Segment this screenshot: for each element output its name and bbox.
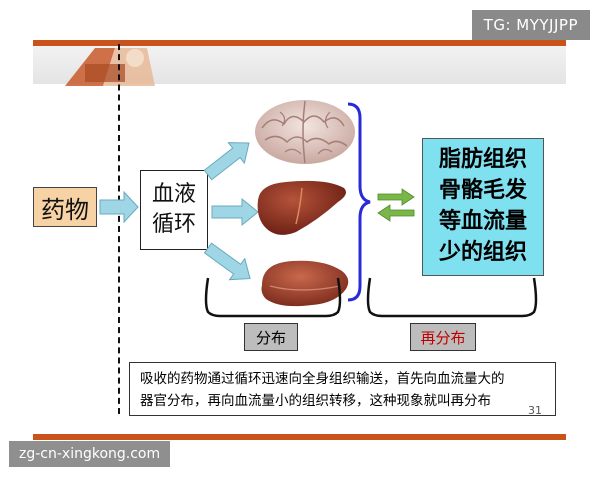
tissue-line-4: 少的组织 xyxy=(438,239,527,265)
bottom-accent-bar xyxy=(33,434,566,440)
arrow-to-brain xyxy=(203,142,250,181)
distribution-bracket xyxy=(204,277,342,318)
redistribution-label: 再分布 xyxy=(410,323,476,351)
caption-box: 吸收的药物通过循环迅速向全身组织输送，首先向血流量大的 器官分布，再向血流量小的… xyxy=(129,362,556,416)
watermark-bottom: zg-cn-xingkong.com xyxy=(9,441,171,467)
arrow-drug-to-blood xyxy=(99,190,139,224)
blood-line-2: 循环 xyxy=(151,212,196,237)
arrow-to-liver xyxy=(211,197,259,227)
double-arrow xyxy=(377,188,415,222)
distribution-label: 分布 xyxy=(244,323,298,351)
page-number: 31 xyxy=(528,404,542,417)
tissue-line-3: 等血流量 xyxy=(438,209,527,234)
header-logo-graphic xyxy=(65,48,155,86)
tissue-line-2: 骨骼毛发 xyxy=(438,178,527,204)
kidney-illustration xyxy=(261,260,349,307)
drug-box: 药物 xyxy=(33,187,97,227)
caption-line-2: 器官分布，再向血流量小的组织转移，这种现象就叫再分布 xyxy=(140,392,491,409)
redistribution-bracket xyxy=(366,277,538,318)
top-accent-bar xyxy=(33,40,566,46)
blood-line-1: 血液 xyxy=(151,182,196,208)
watermark-top: TG: MYYJJPP xyxy=(471,10,590,40)
curly-brace xyxy=(347,102,371,302)
tissue-line-1: 脂肪组织 xyxy=(438,147,527,173)
dashed-divider xyxy=(118,44,120,414)
low-blood-flow-tissue-box: 脂肪组织 骨骼毛发 等血流量 少的组织 xyxy=(422,138,544,276)
blood-circulation-box: 血液 循环 xyxy=(140,170,208,250)
caption-line-1: 吸收的药物通过循环迅速向全身组织输送，首先向血流量大的 xyxy=(140,371,505,387)
brain-illustration xyxy=(255,100,355,164)
liver-illustration xyxy=(257,180,346,235)
arrow-to-kidney xyxy=(203,242,251,281)
